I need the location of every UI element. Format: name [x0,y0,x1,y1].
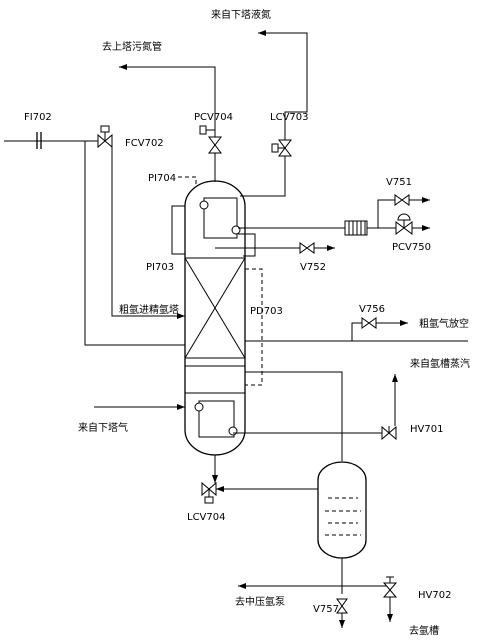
line-lcv703-to-condenser [240,156,286,197]
lcv704-control-valve [201,481,217,504]
packing-section [184,257,246,359]
line-to-hv702 [342,585,391,600]
pcv704-control-valve [199,125,222,154]
line-side-draw [238,233,256,257]
line-fi702-to-column-feed [84,141,185,346]
bottom-reboiler [194,400,238,438]
line-to-upper-tower-waste-n2 [119,64,216,139]
line-to-v751 [367,199,395,229]
pcv750-control-valve [395,213,413,235]
label-hv701: HV701 [410,424,443,435]
label-pd703: PD703 [250,306,283,317]
pd703-impulse-line [245,268,263,386]
liquid-separator-vessel [317,461,367,559]
label-pi703: PI703 [146,262,174,273]
v756-valve [361,317,377,329]
label-v757: V757 [313,604,339,615]
v751-valve [394,194,410,206]
v757-valve [336,598,348,614]
top-condenser [199,197,241,239]
label-hv702: HV702 [418,590,451,601]
label-fi702: FI702 [24,112,52,123]
label-to-mp-ar-pump: 去中压氩泵 [235,595,285,608]
flame-arrestor [344,220,368,236]
label-to-upper-tower-waste-n2: 去上塔污氮管 [102,40,162,53]
label-pcv704: PCV704 [194,112,233,123]
line-liquid-n2-to-lcv703 [258,30,308,140]
pure-argon-column [184,180,246,456]
label-crude-ar-to-refine: 粗氩进精氩塔 [119,303,179,316]
lcv703-control-valve [271,139,292,157]
label-lcv703: LCV703 [270,112,308,123]
v752-valve [299,242,315,254]
label-from-lower-tower-gas: 来自下塔气 [78,421,128,434]
label-from-lower-tower-liquid-n2: 来自下塔液氮 [211,8,271,21]
label-crude-ar-vent: 粗氩气放空 [419,317,469,330]
label-fcv702: FCV702 [125,138,164,149]
line-column-to-separator [245,371,343,461]
pi704-impulse-line [178,176,197,186]
label-v751: V751 [386,177,412,188]
fcv702-control-valve [97,125,113,149]
label-v756: V756 [359,304,385,315]
hv702-valve [382,576,398,598]
label-pi704: PI704 [148,173,176,184]
line-to-v756 [351,322,362,341]
label-to-ar-tank: 去氩槽 [409,624,439,637]
label-pcv750: PCV750 [392,242,431,253]
label-lcv704: LCV704 [187,512,225,523]
pi703-impulse-line [171,205,185,255]
line-crude-ar-to-refine [111,141,185,317]
label-from-ar-tank-vapor: 来自氩槽蒸汽 [410,357,470,370]
hv701-valve [381,425,397,441]
label-v752: V752 [300,262,326,273]
